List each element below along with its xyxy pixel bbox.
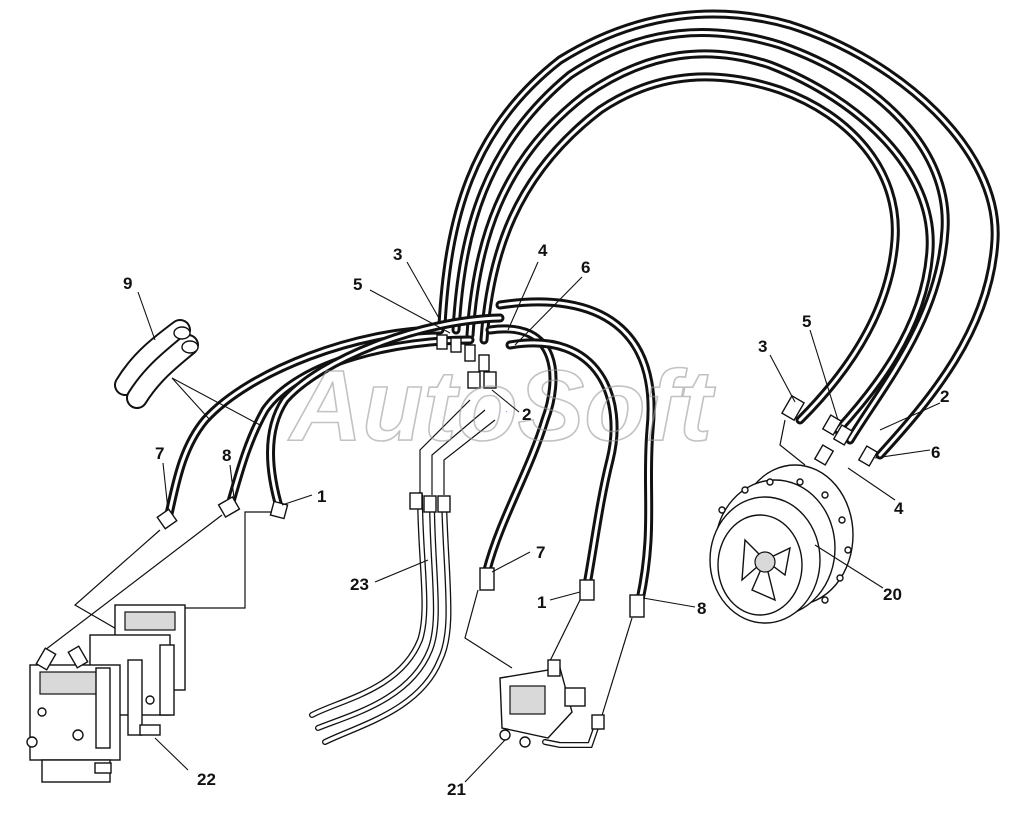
- callout-8-left: 8: [222, 446, 231, 465]
- callout-5-right: 5: [802, 312, 811, 331]
- callout-3-right: 3: [758, 337, 767, 356]
- control-valve-part-22: [26, 604, 186, 783]
- hydraulic-pump-part-21: [499, 659, 605, 748]
- callout-2-mid: 2: [522, 405, 531, 424]
- central-connector-block: [409, 334, 497, 513]
- callout-4-right: 4: [894, 499, 904, 518]
- hose-bundle-arch: [437, 9, 1000, 460]
- callout-9: 9: [123, 274, 132, 293]
- center-marker: ·: [505, 407, 508, 416]
- callout-labels: 3 4 6 5 9 2 7 8 1 23 7 1 8 22 21 5 3 2 6…: [123, 241, 949, 799]
- hose-set-middle: [482, 297, 656, 605]
- leader-lines: [137, 261, 941, 783]
- callout-23: 23: [350, 575, 369, 594]
- hose-set-left: [163, 313, 505, 523]
- callout-7-left: 7: [155, 444, 164, 463]
- callout-21: 21: [447, 780, 466, 799]
- callout-6-right: 6: [931, 443, 940, 462]
- hose-end-fittings: [156, 394, 879, 618]
- motor-bolts: [718, 478, 852, 604]
- callout-8-mid: 8: [697, 599, 706, 618]
- callout-2-right: 2: [940, 387, 949, 406]
- callout-20: 20: [883, 585, 902, 604]
- watermark: AutoSoft: [287, 350, 716, 462]
- callout-5-top: 5: [353, 275, 362, 294]
- callout-22: 22: [197, 770, 216, 789]
- wheel-motor-part-20: [709, 464, 854, 624]
- callout-4-top: 4: [538, 241, 548, 260]
- spare-hose-part-9: [114, 319, 199, 409]
- rigid-pipes: [309, 399, 496, 745]
- callout-3-top: 3: [393, 245, 402, 264]
- callout-1-left: 1: [317, 487, 326, 506]
- callout-1-mid: 1: [537, 593, 546, 612]
- callout-6-top: 6: [581, 258, 590, 277]
- callout-7-mid: 7: [536, 543, 545, 562]
